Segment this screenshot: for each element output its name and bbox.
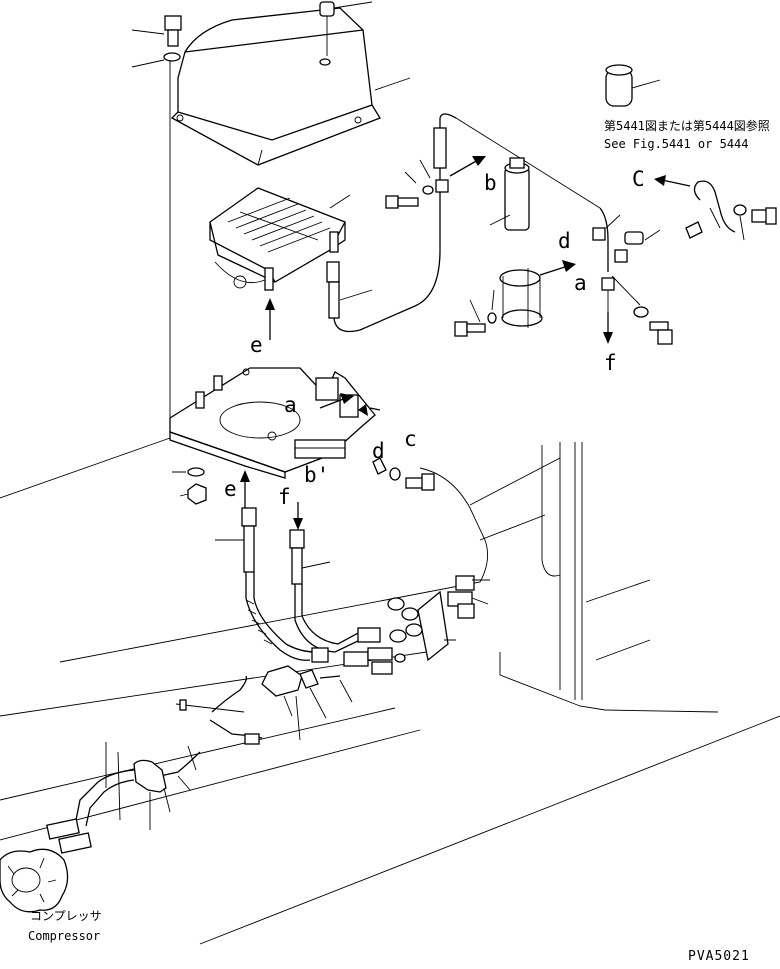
bracket-fitting: [372, 457, 435, 491]
right-pipe: [592, 207, 621, 320]
drier-bolt: [454, 289, 497, 337]
connection-arrows: [240, 156, 691, 530]
pipe-bolt: [385, 159, 449, 209]
cover-bolt: [131, 15, 182, 430]
hose-joint: [311, 627, 393, 675]
hose-e: [215, 507, 317, 661]
right-fittings: [611, 229, 673, 345]
label-d-top: d: [558, 229, 571, 253]
lower-bracket: [387, 575, 490, 663]
liquid-pipe: [326, 113, 601, 333]
label-c-top: C: [632, 167, 645, 191]
compressor: [0, 848, 69, 913]
reference-part: [605, 64, 661, 107]
label-f-top: f: [604, 351, 617, 375]
cover-knob: [319, 1, 373, 56]
cab-frame: [0, 437, 780, 945]
label-b-top: b: [484, 171, 497, 195]
right-hose: [685, 180, 777, 241]
label-c-mid: c: [404, 427, 417, 451]
receiver-drier: [489, 157, 543, 328]
label-a-mid: a: [284, 393, 297, 417]
compressor-label-jp: コンプレッサ: [30, 909, 102, 923]
hose-f: [289, 529, 361, 653]
base-plate: [169, 367, 376, 479]
evaporator-unit: [209, 187, 346, 310]
compressor-hose: [46, 665, 353, 854]
label-a-top: a: [574, 271, 587, 295]
label-f-mid: f: [278, 485, 291, 509]
label-d-mid: d: [372, 439, 385, 463]
reference-note-en: See Fig.5441 or 5444: [604, 137, 749, 151]
reference-note-jp: 第5441図または第5444図参照: [604, 118, 770, 133]
label-b-mid: b': [304, 463, 329, 487]
figure-code: PVA5021: [688, 949, 750, 964]
compressor-label-en: Compressor: [28, 929, 100, 943]
mid-nut: [172, 467, 207, 505]
label-e-top: e: [250, 333, 263, 357]
label-e-mid: e: [224, 477, 237, 501]
cover-assembly: [170, 7, 381, 166]
